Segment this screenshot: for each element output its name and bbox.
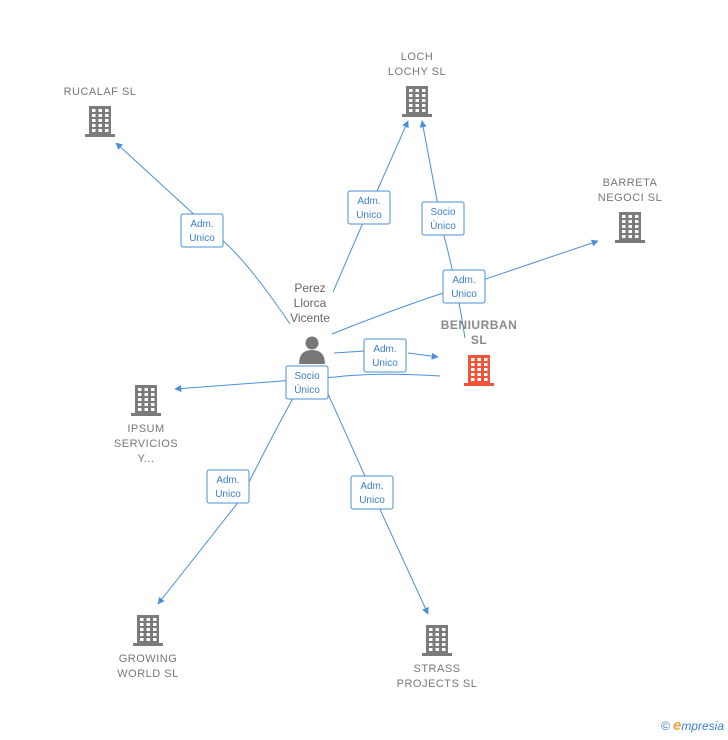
- building-icon: [464, 355, 494, 386]
- company-name: PROJECTS SL: [397, 678, 478, 690]
- company-name: WORLD SL: [117, 668, 178, 680]
- company-node-strass[interactable]: STRASS PROJECTS SL: [397, 625, 478, 690]
- company-name: Y...: [137, 453, 154, 465]
- company-name: SERVICIOS: [114, 438, 178, 450]
- edge-label-text: Socio: [430, 207, 455, 218]
- building-icon: [422, 625, 452, 656]
- edge-label-person-to-rucalaf[interactable]: Adm. Unico: [180, 213, 224, 248]
- edge-label-box: [347, 190, 391, 225]
- empresia-watermark[interactable]: ©empresia: [661, 717, 724, 734]
- person-name: Perez: [294, 281, 325, 295]
- company-name: SL: [471, 333, 487, 347]
- company-node-rucalaf[interactable]: RUCALAF SL: [64, 86, 137, 137]
- company-name: RUCALAF SL: [64, 86, 137, 98]
- brand-initial: e: [672, 717, 682, 734]
- edge-label-box: [442, 269, 486, 304]
- company-name: NEGOCI SL: [598, 192, 662, 204]
- edge-label-text: Adm.: [357, 196, 380, 207]
- copyright-symbol: ©: [661, 719, 670, 733]
- edge-person-to-loch: [332, 120, 409, 293]
- edge-label-text: Adm.: [452, 275, 475, 286]
- company-name: STRASS: [413, 663, 460, 675]
- building-icon: [133, 615, 163, 646]
- edge-label-text: Único: [430, 219, 456, 232]
- edge-person-to-beniurban: [333, 351, 438, 357]
- edge-label-person-to-growing[interactable]: Adm. Unico: [206, 469, 250, 504]
- person-icon: [299, 336, 325, 364]
- company-name: LOCHY SL: [388, 66, 446, 78]
- edge-label-person-to-loch[interactable]: Adm. Unico: [347, 190, 391, 225]
- edge-person-to-rucalaf: [115, 142, 291, 325]
- edge-label-text: Unico: [372, 358, 398, 369]
- company-name: IPSUM: [127, 423, 164, 435]
- edge-label-text: Adm.: [360, 481, 383, 492]
- company-node-growing[interactable]: GROWING WORLD SL: [117, 615, 178, 680]
- company-name: BENIURBAN: [441, 318, 518, 332]
- edge-label-person-to-beniurban[interactable]: Adm. Unico: [363, 338, 407, 373]
- edge-label-person-to-strass[interactable]: Adm. Unico: [350, 475, 394, 510]
- edge-label-text: Unico: [359, 495, 385, 506]
- building-icon: [131, 385, 161, 416]
- person-name: Llorca: [294, 296, 327, 310]
- edge-label-text: Adm.: [216, 475, 239, 486]
- edge-label-box: [206, 469, 250, 504]
- edge-beniurban-to-ipsum: [174, 373, 441, 393]
- edge-label-text: Adm.: [190, 219, 213, 230]
- edge-label-box: [350, 475, 394, 510]
- edge-label-text: Unico: [451, 289, 477, 300]
- edge-label-text: Unico: [189, 233, 215, 244]
- company-node-barreta[interactable]: BARRETA NEGOCI SL: [598, 177, 662, 243]
- edge-label-text: Unico: [215, 489, 241, 500]
- company-node-loch[interactable]: LOCH LOCHY SL: [388, 51, 446, 117]
- company-node-ipsum[interactable]: IPSUM SERVICIOS Y...: [114, 385, 178, 465]
- edge-label-text: Socio: [294, 371, 319, 382]
- edge-label-box: [180, 213, 224, 248]
- company-name: GROWING: [119, 653, 178, 665]
- company-name: BARRETA: [603, 177, 658, 189]
- building-icon: [615, 212, 645, 243]
- building-icon: [402, 86, 432, 117]
- brand-name: mpresia: [681, 719, 724, 733]
- edge-label-text: Unico: [356, 210, 382, 221]
- edge-label-text: Adm.: [373, 344, 396, 355]
- edge-label-person-to-barreta[interactable]: Adm. Unico: [442, 269, 486, 304]
- edge-label-box: [285, 365, 329, 400]
- person-name: Vicente: [290, 311, 330, 325]
- edge-label-text: Único: [294, 383, 320, 396]
- building-icon: [85, 106, 115, 137]
- nodes-layer: RUCALAF SL LOCH LOCHY SL BARRETA NEGOCI SL BE…: [64, 51, 662, 690]
- edge-label-box: [363, 338, 407, 373]
- company-name: LOCH: [401, 51, 434, 63]
- edge-label-box: [421, 201, 465, 236]
